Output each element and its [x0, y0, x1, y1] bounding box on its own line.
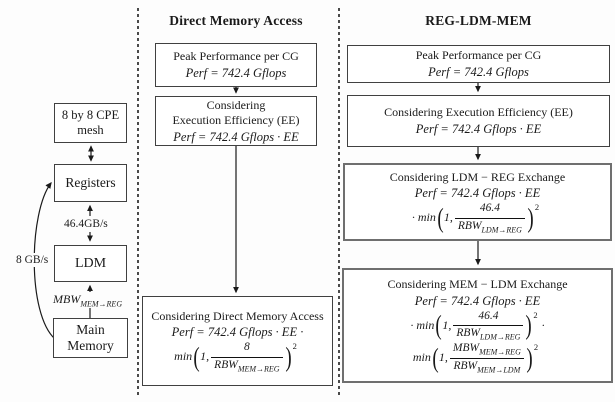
min-first-arg: 1,	[443, 210, 453, 225]
bandwidth-fraction: 8 RBWMEM→REG	[211, 341, 283, 373]
rlm-peak-title: Peak Performance per CG	[415, 48, 542, 63]
dma-min-expression: min ( 1, 8 RBWMEM→REG ) 2	[174, 341, 301, 373]
fraction-numerator: 46.4	[454, 202, 525, 219]
denominator-sub: MEM→LDM	[477, 364, 521, 374]
main-memory-label-line1: Main	[76, 322, 105, 337]
fraction-denominator: RBWLDM→REG	[455, 219, 525, 234]
fraction-numerator: 8	[211, 341, 283, 358]
bandwidth-fraction: 46.4 RBWLDM→REG	[453, 309, 524, 342]
denominator-base: RBW	[214, 358, 238, 371]
main-memory-box: Main Memory	[53, 318, 128, 358]
open-paren: (	[437, 202, 444, 233]
open-paren: (	[432, 342, 439, 373]
mem-reg-bandwidth-sub: MEM→REG	[80, 299, 123, 309]
cpe-mesh-label-line2: mesh	[77, 123, 104, 137]
bandwidth-fraction: 46.4 RBWLDM→REG	[454, 202, 525, 234]
dma-access-title: Considering Direct Memory Access	[151, 308, 324, 323]
exponent: 2	[533, 309, 538, 320]
dashed-separator-right	[338, 8, 340, 397]
min-keyword: min	[412, 350, 431, 365]
dma-access-formula: Perf = 742.4 Gflops · EE ·	[171, 325, 304, 340]
dma-peak-box: Peak Performance per CG Perf = 742.4 Gfl…	[155, 43, 317, 87]
denominator-sub: LDM→REG	[481, 225, 522, 235]
denominator-sub: MEM→REG	[237, 364, 280, 374]
min-first-arg: 1,	[438, 350, 448, 365]
fraction-numerator: MBWMEM→REG	[449, 342, 524, 359]
rlm-ee-title: Considering Execution Efficiency (EE)	[384, 105, 573, 120]
open-paren: (	[435, 309, 442, 340]
numerator-base: 46.4	[479, 202, 500, 215]
reg-ldm-bandwidth-label: 46.4GB/s	[62, 217, 110, 231]
close-paren: )	[526, 342, 533, 373]
numerator-base: 8	[244, 341, 250, 354]
mem-reg-bandwidth-base: MBW	[53, 292, 81, 306]
rlm-mem-ldm-min1-expression: · min ( 1, 46.4 RBWLDM→REG ) 2 ·	[410, 310, 544, 342]
denominator-base: RBW	[456, 326, 480, 339]
dma-ee-title-line2: Execution Efficiency (EE)	[172, 113, 300, 127]
exponent: 2	[534, 202, 540, 213]
min-keyword: · min	[410, 317, 435, 332]
exponent: 2	[292, 341, 297, 352]
rlm-ee-formula: Perf = 742.4 Gflops · EE	[415, 121, 542, 136]
rlm-mem-ldm-box: Considering MEM − LDM Exchange Perf = 74…	[342, 268, 613, 383]
numerator-base: 46.4	[478, 309, 499, 322]
min-first-arg: 1,	[200, 349, 210, 364]
rlm-mem-ldm-title: Considering MEM − LDM Exchange	[387, 277, 568, 292]
dma-peak-title: Peak Performance per CG	[173, 49, 299, 64]
open-paren: (	[193, 341, 200, 372]
dma-ee-title-line1: Considering	[206, 97, 266, 112]
rlm-ee-box: Considering Execution Efficiency (EE) Pe…	[347, 95, 610, 147]
min-keyword: min	[174, 349, 193, 364]
min-first-arg: 1,	[442, 317, 452, 332]
ldm-box: LDM	[54, 245, 127, 282]
bypass-bandwidth-label: 8 GB/s	[14, 253, 51, 267]
rlm-ldm-reg-title: Considering LDM − REG Exchange	[389, 169, 566, 184]
dma-ee-box: Considering Execution Efficiency (EE) Pe…	[155, 96, 317, 146]
cpe-mesh-box: 8 by 8 CPE mesh	[54, 103, 127, 143]
denominator-sub: LDM→REG	[479, 332, 521, 342]
dma-column-title: Direct Memory Access	[169, 13, 303, 28]
rlm-ldm-reg-box: Considering LDM − REG Exchange Perf = 74…	[343, 163, 612, 241]
rlm-peak-formula: Perf = 742.4 Gflops	[428, 64, 529, 79]
min-keyword: · min	[411, 210, 436, 225]
close-paren: )	[284, 341, 292, 372]
close-paren: )	[527, 202, 534, 233]
dashed-separator-left	[137, 8, 139, 397]
fraction-numerator: 46.4	[453, 309, 524, 326]
rlm-ldm-reg-formula: Perf = 742.4 Gflops · EE	[414, 186, 541, 201]
ldm-label: LDM	[74, 255, 107, 271]
rlm-column-title: REG-LDM-MEM	[425, 13, 532, 28]
numerator-base: MBW	[452, 342, 480, 355]
rlm-mem-ldm-min2-expression: min ( 1, MBWMEM→REG RBWMEM→LDM ) 2	[413, 342, 542, 374]
rlm-ldm-reg-min-expression: · min ( 1, 46.4 RBWLDM→REG ) 2	[412, 202, 543, 234]
close-paren: )	[525, 309, 533, 340]
fraction-denominator: RBWMEM→REG	[211, 358, 282, 373]
denominator-base: RBW	[453, 359, 478, 372]
fraction-denominator: RBWMEM→LDM	[450, 359, 524, 374]
rlm-mem-ldm-formula: Perf = 742.4 Gflops · EE	[414, 293, 541, 308]
dma-access-box: Considering Direct Memory Access Perf = …	[142, 296, 333, 386]
registers-label: Registers	[65, 175, 116, 190]
rlm-peak-box: Peak Performance per CG Perf = 742.4 Gfl…	[347, 45, 610, 83]
exponent: 2	[533, 342, 539, 353]
registers-box: Registers	[54, 164, 127, 202]
main-memory-label-line2: Memory	[67, 338, 114, 353]
cpe-mesh-label-line1: 8 by 8 CPE	[61, 108, 120, 122]
denominator-base: RBW	[457, 219, 482, 232]
dma-ee-formula: Perf = 742.4 Gflops · EE	[173, 129, 299, 144]
numerator-sub: MEM→REG	[479, 347, 521, 357]
mem-reg-bandwidth-label: MBWMEM→REG	[51, 292, 125, 309]
dma-peak-formula: Perf = 742.4 Gflops	[185, 65, 287, 80]
fraction-denominator: RBWLDM→REG	[453, 326, 523, 341]
trailing-dot: ·	[541, 317, 545, 332]
bandwidth-fraction: MBWMEM→REG RBWMEM→LDM	[449, 342, 524, 374]
